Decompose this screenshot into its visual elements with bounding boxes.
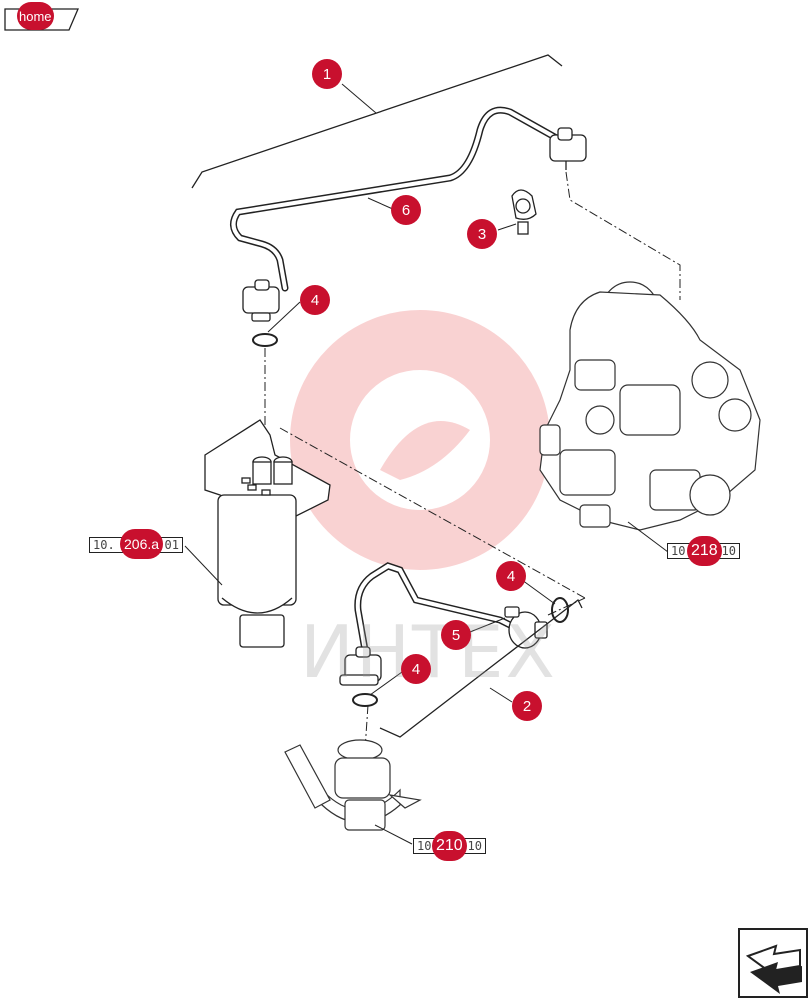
ref-lift-pump-badge: 210 [432,831,467,861]
pipe-clip [511,189,537,235]
lift-pump [284,739,422,831]
next-page-button[interactable] [738,928,808,1000]
ref-lift-pump-right: 10 [467,839,482,853]
ref-filter-badge: 206.a [120,529,164,559]
centerlines [264,171,681,751]
callout-4-upper[interactable]: 4 [300,285,330,315]
callout-2[interactable]: 2 [512,691,542,721]
group-1-bracket [191,54,563,189]
callout-5[interactable]: 5 [441,620,471,650]
banjo-connector-lower [339,646,382,686]
ref-pump-badge: 218 [687,536,722,566]
fuel-filter [204,419,331,648]
callout-1[interactable]: 1 [312,59,342,89]
ref-lift-pump-left: 10 [417,839,432,853]
ref-filter-left: 10. [93,538,115,552]
watermark-logo [290,310,550,570]
next-page-arrow-icon [738,928,808,998]
group-2-bracket [379,599,583,738]
o-ring-upper [252,333,278,347]
ref-pump-right: 10 [721,544,736,558]
banjo-bolt [504,606,548,649]
callout-6[interactable]: 6 [391,195,421,225]
callout-4-lower[interactable]: 4 [401,654,431,684]
callout-3[interactable]: 3 [467,219,497,249]
o-ring-lower [352,693,378,707]
callout-4-right[interactable]: 4 [496,561,526,591]
home-label: home [17,2,54,30]
o-ring-right [551,597,569,623]
ref-filter-right: 01 [164,538,179,552]
banjo-connector-upper-right [549,127,587,170]
ref-pump-left: 10 [671,544,686,558]
injection-pump [539,281,761,531]
banjo-connector-upper-left [242,279,280,322]
